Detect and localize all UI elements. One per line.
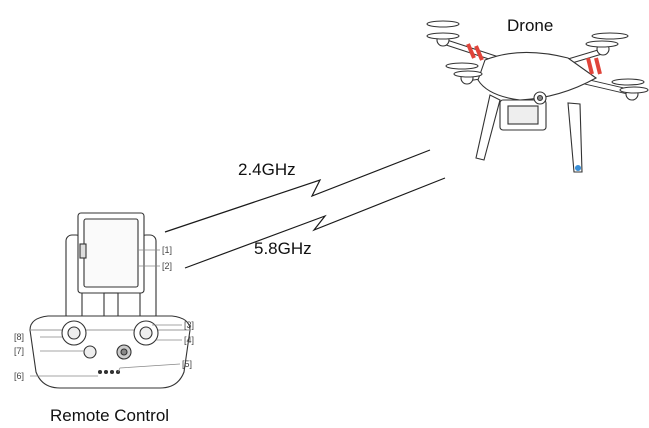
callout-2: [2] <box>162 261 173 271</box>
link-label-2-4ghz: 2.4GHz <box>238 160 296 179</box>
remote-control-label: Remote Control <box>50 406 170 425</box>
callout-5: [5] <box>182 359 193 369</box>
link-5-8ghz <box>184 177 446 269</box>
callout-1: [1] <box>162 245 173 255</box>
callout-4: [4] <box>184 335 195 345</box>
drone-illustration <box>426 20 649 173</box>
callout-3: [3] <box>184 320 195 330</box>
link-label-5-8ghz: 5.8GHz <box>254 239 312 258</box>
drone-label: Drone <box>507 16 554 35</box>
callout-6: [6] <box>14 371 25 381</box>
callout-8: [8] <box>14 332 25 342</box>
callout-7: [7] <box>14 346 25 356</box>
link-2-4ghz <box>164 149 431 233</box>
remote-control-illustration <box>29 212 191 389</box>
